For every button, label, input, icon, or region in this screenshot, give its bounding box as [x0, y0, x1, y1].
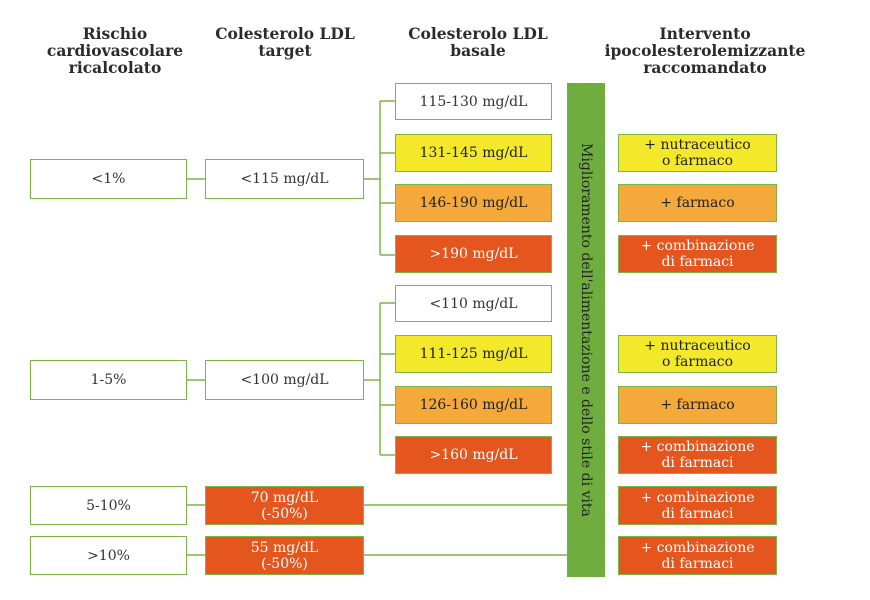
basal-box: <110 mg/dL: [395, 285, 552, 322]
basal-box: 131-145 mg/dL: [395, 134, 552, 172]
basal-box: 115-130 mg/dL: [395, 83, 552, 120]
lifestyle-improvement-bar: Miglioramento dell'alimentazione e dello…: [567, 83, 605, 577]
risk-box: <1%: [30, 159, 187, 199]
basal-box: 111-125 mg/dL: [395, 335, 552, 373]
risk-box: >10%: [30, 536, 187, 575]
target-box: <100 mg/dL: [205, 360, 364, 400]
target-box: 70 mg/dL(-50%): [205, 486, 364, 525]
lifestyle-bar-label: Miglioramento dell'alimentazione e dello…: [578, 143, 594, 517]
risk-box: 5-10%: [30, 486, 187, 525]
target-box: <115 mg/dL: [205, 159, 364, 199]
basal-box: >190 mg/dL: [395, 235, 552, 273]
intervention-box: + farmaco: [618, 386, 777, 424]
target-box: 55 mg/dL(-50%): [205, 536, 364, 575]
basal-box: 146-190 mg/dL: [395, 184, 552, 222]
basal-box: 126-160 mg/dL: [395, 386, 552, 424]
basal-box: >160 mg/dL: [395, 436, 552, 474]
intervention-box: + farmaco: [618, 184, 777, 222]
risk-box: 1-5%: [30, 360, 187, 400]
